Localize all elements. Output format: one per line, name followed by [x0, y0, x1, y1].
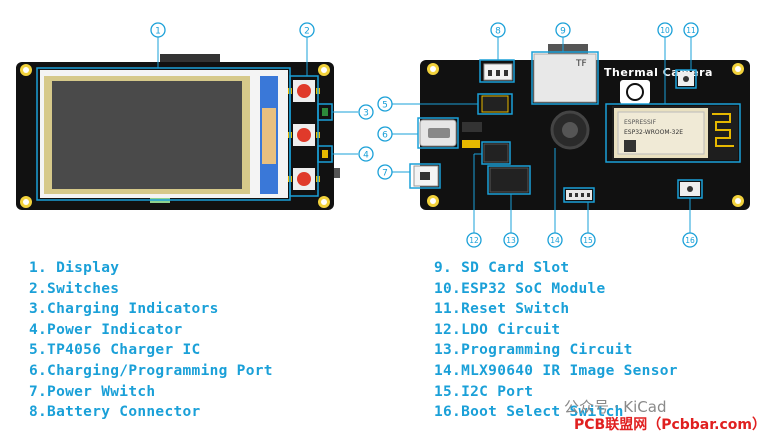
legend-item: 11.Reset Switch — [434, 301, 570, 318]
callout-13: 13 — [503, 232, 519, 248]
svg-text:4: 4 — [363, 151, 369, 161]
legend-item: 8.Battery Connector — [29, 404, 201, 421]
callout-15: 15 — [580, 232, 596, 248]
legend-item: 2.Switches — [29, 280, 120, 297]
back-board: TF Thermal Camera ESPRESSIF ESP32-WROOM-… — [392, 36, 750, 233]
callout-11: 11 — [683, 22, 699, 38]
callout-9: 9 — [555, 22, 571, 38]
callouts: 1 2 3 4 5 6 7 8 9 10 11 12 13 14 15 16 — [150, 22, 699, 248]
svg-text:13: 13 — [506, 236, 516, 245]
svg-text:1: 1 — [155, 27, 161, 37]
callout-2: 2 — [299, 22, 315, 38]
callout-4: 4 — [358, 146, 374, 162]
callout-16: 16 — [682, 232, 698, 248]
svg-text:5: 5 — [382, 101, 388, 111]
legend-item: 7.Power Wwitch — [29, 383, 156, 400]
callout-6: 6 — [377, 126, 393, 142]
svg-text:15: 15 — [583, 236, 593, 245]
legend-item: 4.Power Indicator — [29, 321, 183, 338]
svg-text:14: 14 — [550, 236, 560, 245]
legend-item: 10.ESP32 SoC Module — [434, 280, 606, 297]
sd-label: TF — [575, 59, 587, 69]
svg-text:7: 7 — [382, 169, 388, 179]
callout-1: 1 — [150, 22, 166, 38]
callout-10: 10 — [657, 22, 673, 38]
legend-item: 13.Programming Circuit — [434, 342, 633, 359]
legend-item: 1. Display — [29, 260, 120, 276]
board-diagram: TF Thermal Camera ESPRESSIF ESP32-WROOM-… — [16, 22, 750, 248]
svg-text:3: 3 — [363, 109, 369, 119]
legend-item: 3.Charging Indicators — [29, 301, 219, 318]
legend-left: 1. Display 2.Switches 3.Charging Indicat… — [29, 258, 273, 423]
legend-item: 12.LDO Circuit — [434, 321, 561, 338]
svg-text:9: 9 — [560, 27, 566, 37]
legend-item: 14.MLX90640 IR Image Sensor — [434, 362, 678, 379]
svg-text:16: 16 — [685, 236, 695, 245]
svg-text:10: 10 — [660, 26, 670, 35]
svg-text:11: 11 — [686, 26, 696, 35]
legend-item: 15.I2C Port — [434, 383, 534, 400]
callout-14: 14 — [547, 232, 563, 248]
svg-text:6: 6 — [382, 131, 388, 141]
callout-7: 7 — [377, 164, 393, 180]
callout-3: 3 — [358, 104, 374, 120]
module-text: ESP32-WROOM-32E — [624, 129, 683, 136]
legend-item: 5.TP4056 Charger IC — [29, 342, 201, 359]
legend-item: 16.Boot Select Switch — [434, 404, 624, 421]
legend-right: 9. SD Card Slot 10.ESP32 SoC Module 11.R… — [434, 258, 678, 423]
svg-text:2: 2 — [304, 27, 310, 37]
svg-text:12: 12 — [469, 236, 479, 245]
front-board — [16, 36, 358, 210]
svg-text:8: 8 — [495, 27, 501, 37]
legend-item: 6.Charging/Programming Port — [29, 362, 273, 379]
module-brand: ESPRESSIF — [624, 119, 657, 126]
legend-item: 9. SD Card Slot — [434, 260, 570, 276]
callout-12: 12 — [466, 232, 482, 248]
callout-5: 5 — [377, 96, 393, 112]
watermark-account: 公众号 · KiCad — [564, 398, 667, 416]
callout-8: 8 — [490, 22, 506, 38]
watermark-site: PCB联盟网（Pcbbar.com） — [574, 417, 766, 433]
